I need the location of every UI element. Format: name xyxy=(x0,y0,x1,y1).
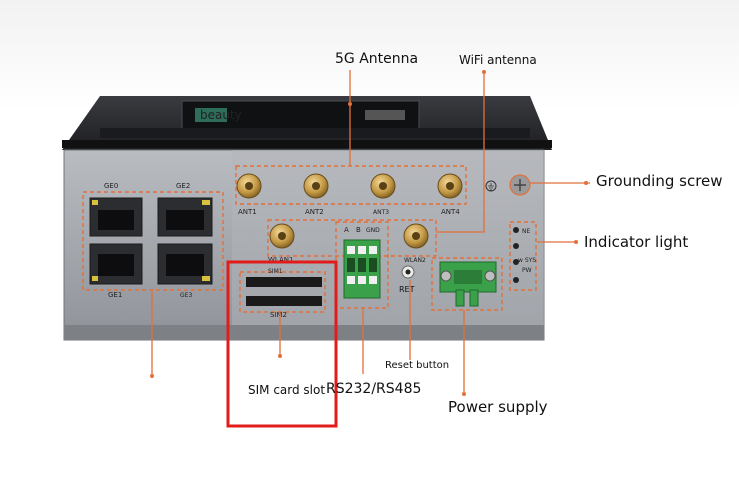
reset-button-label: RET xyxy=(399,285,415,294)
label-serial-port: RS232/RS485 xyxy=(326,381,422,397)
label-power-supply: Power supply xyxy=(448,398,548,416)
label-reset-button: Reset button xyxy=(385,360,450,371)
antenna-label-ant3: ANT3 xyxy=(373,209,389,216)
sim1-label: SIM1 xyxy=(268,268,283,275)
device-housing xyxy=(62,96,552,150)
port-label-ge3: GE3 xyxy=(180,292,192,299)
label-indicator-light: Indicator light xyxy=(584,233,689,251)
reset-button-hole: RET xyxy=(399,265,415,294)
sim2-label: SIM2 xyxy=(270,311,287,319)
indicator-leds: NE w SYS PW xyxy=(509,221,537,291)
led-label-sys: w SYS xyxy=(518,257,536,264)
ethernet-ports: GE0 GE2 GE1 GE3 xyxy=(82,182,224,299)
watermark-text: beauty xyxy=(200,108,242,122)
antenna-label-wlan1: WLAN1 xyxy=(268,256,293,264)
antenna-label-ant2: ANT2 xyxy=(305,208,324,216)
antenna-connectors-5g: ANT1 ANT2 ANT3 ANT4 xyxy=(235,165,467,216)
grounding-screw xyxy=(485,174,531,196)
terminal-label-a: A xyxy=(344,226,349,234)
serial-terminal-block: A B GND xyxy=(335,221,389,309)
label-sim-card-slot: SIM card slot xyxy=(248,383,326,397)
antenna-label-ant4: ANT4 xyxy=(441,208,460,216)
led-label-ne: NE xyxy=(522,228,530,235)
terminal-label-gnd: GND xyxy=(366,227,380,234)
callout-leader-lines xyxy=(151,70,590,392)
led-label-pw: PW xyxy=(522,267,532,274)
antenna-label-ant1: ANT1 xyxy=(238,208,257,216)
label-wifi-antenna: WiFi antenna xyxy=(459,53,537,67)
label-grounding-screw: Grounding screw xyxy=(596,172,723,190)
antenna-label-wlan2: WLAN2 xyxy=(404,257,426,264)
wifi-antenna-connectors: WLAN1 WLAN2 xyxy=(267,219,437,264)
port-label-ge0: GE0 xyxy=(104,182,118,190)
sim-highlight-box xyxy=(226,260,338,428)
terminal-label-b: B xyxy=(356,226,361,234)
power-terminal xyxy=(431,257,503,311)
label-5g-antenna: 5G Antenna xyxy=(335,51,419,67)
port-label-ge1: GE1 xyxy=(108,291,122,299)
sim-card-slots: SIM1 SIM2 xyxy=(239,268,326,319)
callout-leader-dots xyxy=(150,70,588,396)
port-label-ge2: GE2 xyxy=(176,182,190,190)
